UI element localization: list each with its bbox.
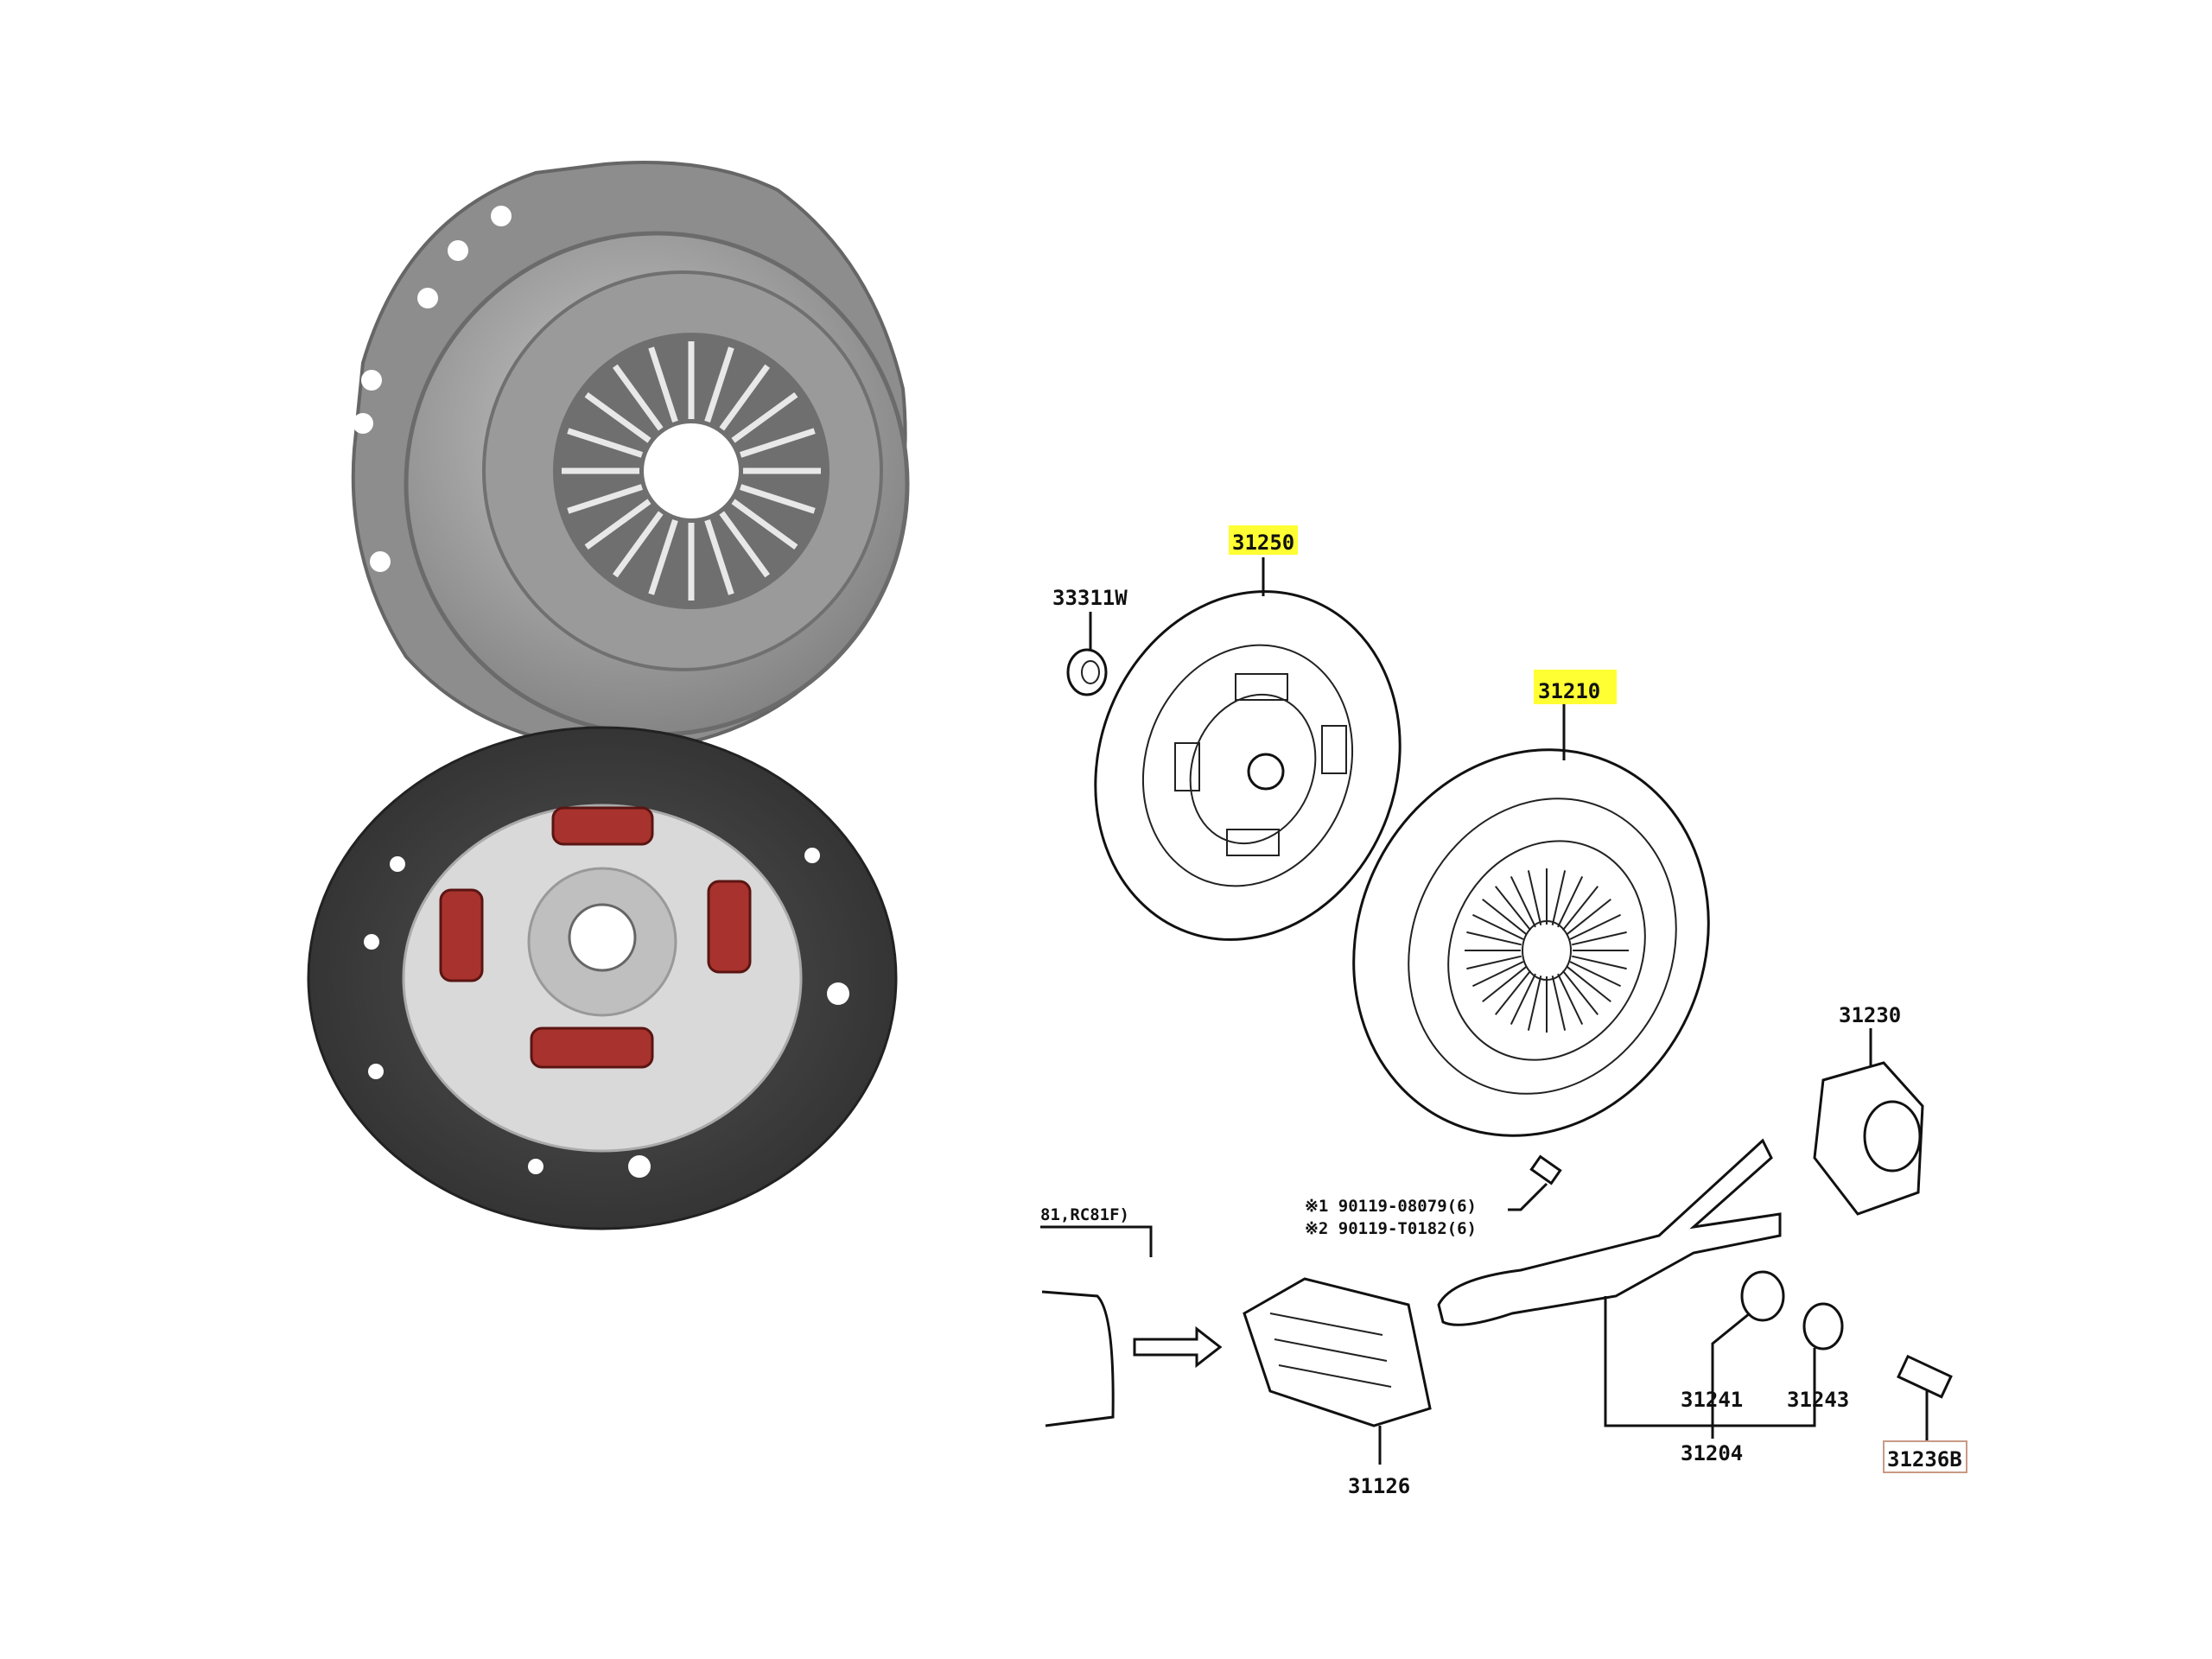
label-model-note: 81,RC81F) <box>1040 1205 1129 1224</box>
label-31126[interactable]: 31126 <box>1348 1474 1410 1498</box>
highlight <box>1534 670 1617 704</box>
diaphragm-finger <box>731 499 798 550</box>
label-31243[interactable]: 31243 <box>1787 1388 1849 1412</box>
diaphragm-finger <box>1561 969 1599 1015</box>
diaphragm-finger <box>1561 886 1599 931</box>
diaphragm-finger <box>1527 976 1542 1031</box>
diaphragm-finger <box>1510 973 1536 1026</box>
diaphragm-finger <box>719 364 770 431</box>
label-31250[interactable]: 31250 <box>1232 531 1294 555</box>
diaphragm-finger <box>1551 976 1567 1031</box>
diaphragm-finger <box>704 518 734 595</box>
label-box <box>1883 1440 1967 1473</box>
diaphragm-finger <box>1572 955 1627 970</box>
pressure-plate-photo <box>351 161 910 754</box>
diaphragm-finger <box>613 511 664 578</box>
diaphragm-finger <box>1482 898 1528 936</box>
pivot-diagram <box>1897 1354 1953 1399</box>
diaphragm-finger <box>731 392 798 443</box>
diaphragm-finger <box>567 428 644 458</box>
pressure-plate-diagram: 31210 <box>1352 670 1710 1137</box>
diaphragm-finger <box>648 518 678 595</box>
diaphragm-finger <box>584 392 652 443</box>
arrow-icon <box>1133 1325 1223 1369</box>
highlight <box>1229 525 1298 555</box>
diaphragm-finger <box>1551 870 1567 925</box>
diaphragm-finger <box>567 484 644 514</box>
diaphragm-finger <box>1466 931 1522 946</box>
diaphragm-finger <box>584 499 652 550</box>
bolt-diagram <box>1529 1154 1562 1185</box>
diaphragm-finger <box>613 364 664 431</box>
diaphragm-finger <box>1482 965 1528 1003</box>
boot-diagram <box>1243 1277 1432 1427</box>
partial-part-diagram <box>1041 1290 1115 1427</box>
damper-springs <box>439 806 752 1069</box>
clutch-disc-diagram: 31250 <box>1094 525 1402 941</box>
diaphragm-finger <box>1494 969 1532 1015</box>
label-31241[interactable]: 31241 <box>1681 1388 1743 1412</box>
label-31204[interactable]: 31204 <box>1681 1441 1743 1465</box>
diaphragm-finger <box>1527 870 1542 925</box>
label-31230[interactable]: 31230 <box>1839 1003 1901 1027</box>
label-bolt-2[interactable]: ※2 90119-T0182(6) <box>1305 1219 1477 1238</box>
diaphragm-finger <box>739 484 816 514</box>
diaphragm-finger <box>1566 965 1611 1003</box>
diaphragm-finger <box>1471 961 1524 988</box>
diaphragm-finger <box>704 346 734 423</box>
release-bearing-diagram <box>1813 1061 1924 1216</box>
diaphragm-finger <box>1569 913 1622 940</box>
diaphragm-finger <box>1566 898 1611 936</box>
fork-bearing-parts <box>1740 1270 1844 1351</box>
label-31236B[interactable]: 31236B <box>1887 1447 1962 1471</box>
diaphragm-finger <box>719 511 770 578</box>
diaphragm-finger <box>1510 875 1536 928</box>
diaphragm-finger <box>1494 886 1532 931</box>
diaphragm-finger <box>1466 955 1522 970</box>
diaphragm-finger <box>1471 913 1524 940</box>
diaphragm-finger <box>1572 931 1627 946</box>
diaphragm-finger <box>739 428 816 458</box>
pilot-bearing-diagram <box>1066 648 1108 696</box>
label-bolt-1[interactable]: ※1 90119-08079(6) <box>1305 1197 1477 1216</box>
label-31210[interactable]: 31210 <box>1538 679 1600 703</box>
diaphragm-finger <box>648 346 678 423</box>
label-33311W[interactable]: 33311W <box>1052 586 1128 610</box>
diaphragm-finger <box>1557 875 1584 928</box>
diaphragm-finger <box>1569 961 1622 988</box>
release-fork-diagram <box>1437 1138 1782 1326</box>
clutch-disc-photo <box>307 726 898 1230</box>
diaphragm-finger <box>1557 973 1584 1026</box>
